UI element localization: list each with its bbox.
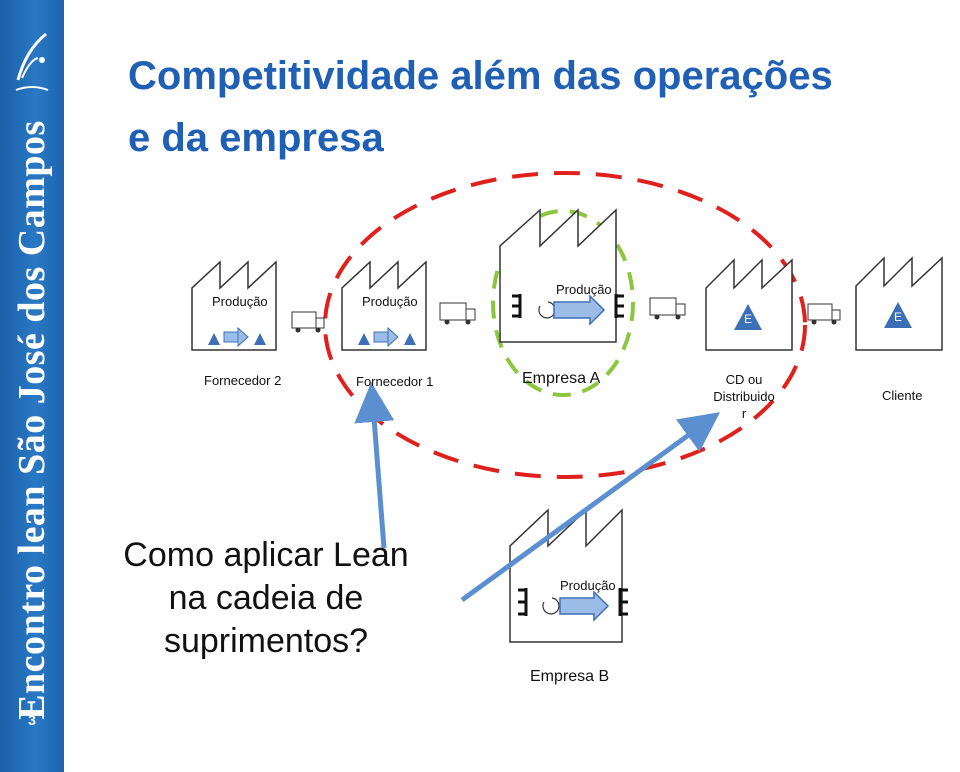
supply-chain-ellipse (323, 171, 807, 479)
process-arrow-icon (559, 590, 610, 622)
kanban-icon (518, 588, 628, 616)
truck-icon (291, 311, 325, 333)
arrow-to-cd-distribuidor (460, 412, 721, 603)
process-label: Produção (556, 282, 612, 297)
question-text: Como aplicar Lean na cadeia de supriment… (96, 534, 436, 663)
slide-title-line-1: Competitividade além das operações (128, 54, 833, 98)
process-arrow-icon (553, 294, 606, 326)
factory-name-cd-distribuidor: CD ou Distribuido r (700, 371, 788, 422)
process-label: Produção (560, 578, 616, 593)
flow-icon (358, 326, 416, 348)
process-label: Produção (212, 294, 268, 309)
slide-title-line-2: e da empresa (128, 116, 384, 160)
question-line: na cadeia de (168, 579, 364, 617)
company-circle (491, 209, 635, 397)
arrow-to-fornecedor-1 (354, 382, 395, 549)
factory-name-cliente: Cliente (882, 388, 923, 403)
page-number: 3 (28, 712, 36, 728)
stock-triangle-icon (884, 302, 912, 328)
question-line: Como aplicar Lean (123, 536, 409, 574)
factory-fornecedor-2 (191, 260, 277, 351)
factory-name-line: CD ou (725, 372, 763, 387)
factory-empresa-b (509, 508, 628, 643)
kanban-icon (512, 294, 624, 318)
stock-label: E (744, 312, 753, 326)
factory-fornecedor-1 (341, 260, 427, 351)
process-label: Produção (362, 294, 418, 309)
stock-triangle-icon (734, 304, 762, 330)
factory-name-empresa-b: Empresa B (530, 668, 610, 685)
question-line: suprimentos? (163, 622, 369, 660)
factory-cd-distribuidor (705, 258, 793, 351)
factory-name-empresa-a: Empresa A (522, 370, 601, 387)
sidebar: Encontro lean São José dos Campos 3 (0, 0, 64, 772)
cycle-icon (538, 301, 556, 319)
stock-label: E (894, 310, 903, 324)
factory-name-fornecedor-2: Fornecedor 2 (204, 373, 282, 388)
factory-name-line: r (741, 406, 747, 421)
factory-name-line: Distribuido (713, 389, 775, 404)
truck-icon (807, 303, 841, 325)
cycle-icon (542, 597, 560, 615)
factory-name-fornecedor-1: Fornecedor 1 (356, 374, 434, 389)
truck-icon (439, 302, 476, 325)
logo-icon (15, 32, 49, 91)
factory-empresa-a (499, 208, 624, 343)
factory-cliente (855, 256, 943, 351)
flow-icon (208, 326, 266, 348)
truck-icon (649, 297, 686, 320)
